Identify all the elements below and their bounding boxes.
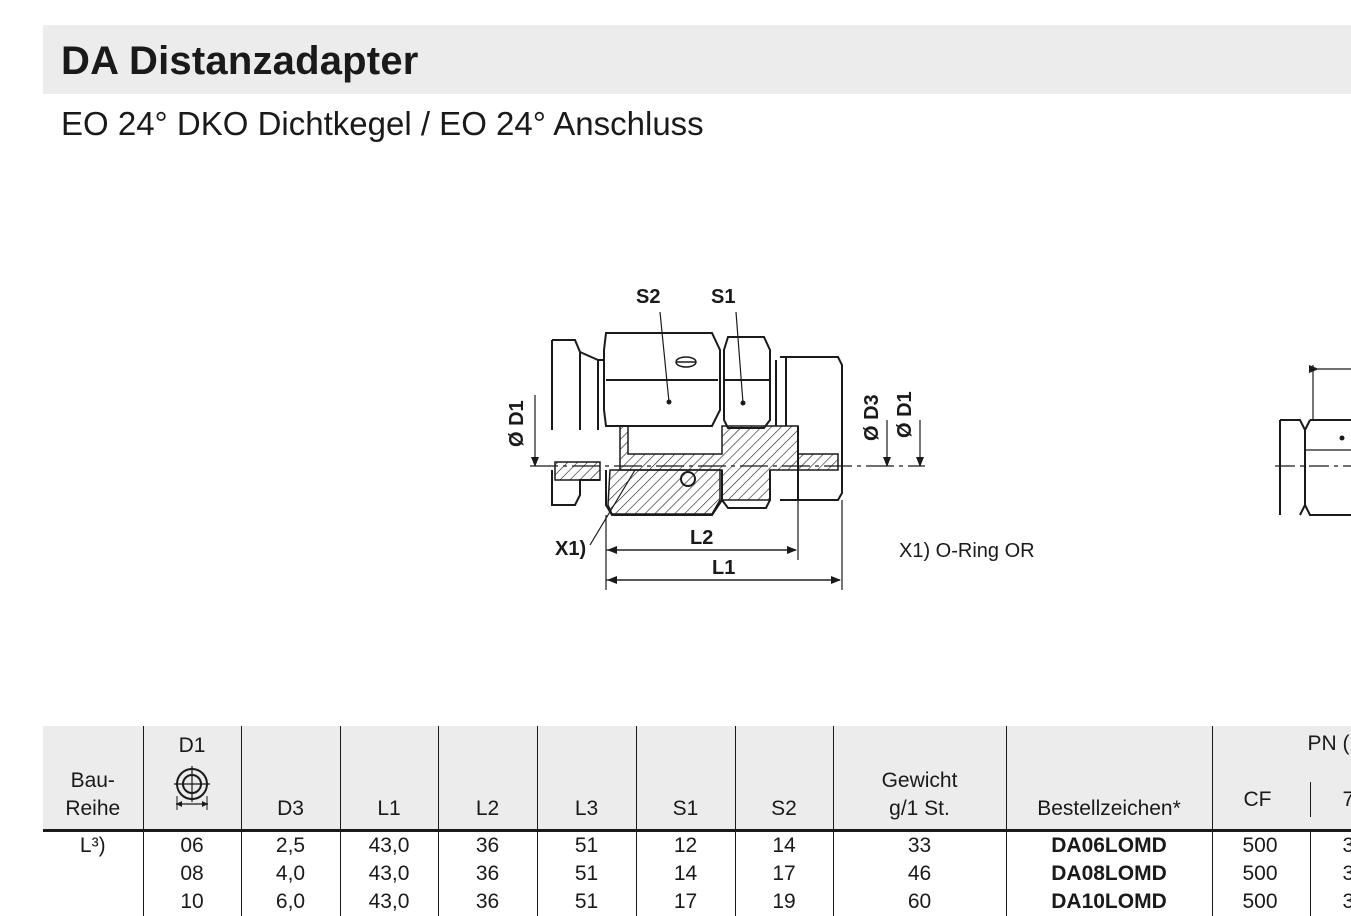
cell-cf: 500 xyxy=(1243,832,1278,860)
drawing-labels: S2 S1 Ø D1 Ø D3 Ø D1 X1) L2 L1 xyxy=(506,286,916,579)
cell-pn: 500 3 xyxy=(1212,831,1351,861)
cell-cf: 500 xyxy=(1243,888,1278,916)
partial-drawing-right xyxy=(1275,365,1351,515)
label-d1-right: Ø D1 xyxy=(894,391,916,438)
col-pn: PN ( CF 7 xyxy=(1212,726,1351,831)
cell-d1: 08 xyxy=(143,860,241,888)
pn-divider xyxy=(1310,832,1311,860)
label-x1: X1) xyxy=(555,538,586,560)
technical-drawing: S2 S1 Ø D1 Ø D3 Ø D1 X1) L2 L1 xyxy=(0,0,1351,720)
cell-l1: 43,0 xyxy=(340,831,438,861)
col-d1: D1 xyxy=(143,726,241,831)
cell-d3: 2,5 xyxy=(241,831,340,861)
cell-reihe: L³) xyxy=(43,831,143,861)
cell-reihe xyxy=(43,860,143,888)
label-l1: L1 xyxy=(712,557,735,579)
col-d3: D3 xyxy=(241,726,340,831)
cell-gewicht: 46 xyxy=(833,860,1006,888)
cell-l1: 43,0 xyxy=(340,860,438,888)
col-l1: L1 xyxy=(340,726,438,831)
cell-d3: 6,0 xyxy=(241,888,340,916)
cell-l2: 36 xyxy=(438,831,537,861)
col-l2: L2 xyxy=(438,726,537,831)
label-l2: L2 xyxy=(690,527,713,549)
cell-pn: 500 3 xyxy=(1212,888,1351,916)
cell-l2: 36 xyxy=(438,860,537,888)
cell-gewicht: 33 xyxy=(833,831,1006,861)
col-s1: S1 xyxy=(636,726,735,831)
cell-code: DA10LOMD xyxy=(1006,888,1212,916)
pipe-od-icon xyxy=(172,766,212,810)
cell-d1: 06 xyxy=(143,831,241,861)
label-s2: S2 xyxy=(636,286,660,308)
label-d1-left: Ø D1 xyxy=(506,400,528,447)
o-ring-note: X1) O-Ring OR xyxy=(899,540,1035,563)
cell-d3: 4,0 xyxy=(241,860,340,888)
cell-l3: 51 xyxy=(537,831,636,861)
cell-l3: 51 xyxy=(537,860,636,888)
cell-l3: 51 xyxy=(537,888,636,916)
hole-marks xyxy=(667,357,746,406)
table-header-row: Bau-Reihe D1 D3 L1 L2 L3 S1 S2 xyxy=(43,726,1351,831)
cell-cf: 500 xyxy=(1243,860,1278,888)
col-bestellzeichen: Bestellzeichen* xyxy=(1006,726,1212,831)
cell-reihe xyxy=(43,888,143,916)
cell-next: 3 xyxy=(1343,888,1351,916)
label-d3: Ø D3 xyxy=(861,394,883,441)
dimension-table: Bau-Reihe D1 D3 L1 L2 L3 S1 S2 xyxy=(43,726,1351,916)
cell-next: 3 xyxy=(1343,860,1351,888)
cell-next: 3 xyxy=(1343,832,1351,860)
cell-s2: 14 xyxy=(735,831,833,861)
cell-code: DA06LOMD xyxy=(1006,831,1212,861)
label-s1: S1 xyxy=(711,286,735,308)
cell-d1: 10 xyxy=(143,888,241,916)
col-baureihe: Bau-Reihe xyxy=(43,726,143,831)
cell-l1: 43,0 xyxy=(340,888,438,916)
cell-s1: 17 xyxy=(636,888,735,916)
cell-s1: 14 xyxy=(636,860,735,888)
cell-l2: 36 xyxy=(438,888,537,916)
pn-divider xyxy=(1310,860,1311,888)
cell-code: DA08LOMD xyxy=(1006,860,1212,888)
col-l3: L3 xyxy=(537,726,636,831)
cell-s2: 19 xyxy=(735,888,833,916)
cell-s2: 17 xyxy=(735,860,833,888)
cell-gewicht: 60 xyxy=(833,888,1006,916)
cell-pn: 500 3 xyxy=(1212,860,1351,888)
cell-s1: 12 xyxy=(636,831,735,861)
col-s2: S2 xyxy=(735,726,833,831)
pn-divider xyxy=(1310,888,1311,916)
